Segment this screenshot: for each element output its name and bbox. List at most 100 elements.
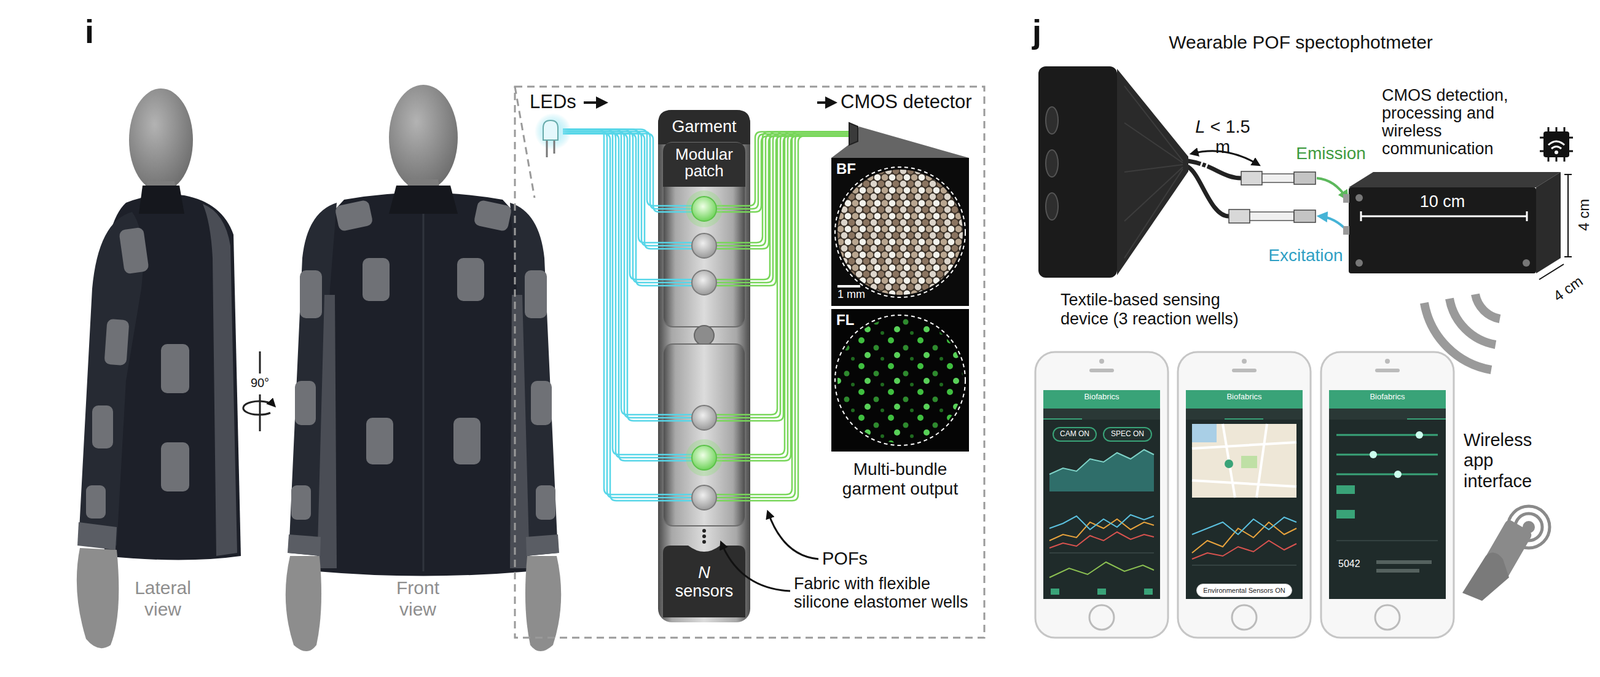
excitation-fiber: [562, 131, 693, 498]
phone-1-path: [1049, 449, 1154, 492]
phone-1: [1035, 352, 1169, 638]
emission-fiber: [715, 132, 850, 416]
mannequin-lateral-path: [77, 522, 117, 550]
cmos-box-rect: [1343, 194, 1350, 203]
wireless-waves-path: [1475, 294, 1500, 319]
mannequin-lateral-rect: [118, 227, 150, 275]
mannequin-front: [285, 84, 561, 652]
phone-3-rect: [1336, 509, 1355, 519]
mannequin-front-path: [287, 534, 321, 557]
output-caption: Multi-bundle garment output: [826, 459, 974, 499]
direction-arrows-path: [583, 101, 605, 104]
mannequin-front-rect: [457, 258, 485, 302]
phone-3: [1321, 352, 1454, 638]
bundle-images-circle: [837, 317, 963, 444]
wells-circle: [691, 196, 717, 222]
part-label-wrap: Wireless app interface: [1463, 430, 1556, 492]
phone-3-circle: [1384, 358, 1390, 364]
bundle-images-circle: [835, 167, 966, 298]
led-symbol-path: [543, 120, 558, 141]
bundle-images-circle: [837, 169, 963, 295]
view-caption: Front view: [380, 577, 455, 620]
phone-3-circle: [1394, 470, 1402, 479]
mannequin-lateral-rect: [86, 485, 106, 519]
phone-3-circle: [1369, 450, 1377, 459]
phone-3-rect: [1375, 368, 1400, 373]
excitation-fiber: [562, 133, 693, 462]
panel-letter: j: [1032, 12, 1042, 51]
phone-2-path: [1192, 423, 1297, 498]
mannequin-lateral-path: [138, 185, 185, 214]
modular-patch: Modular patch: [662, 142, 746, 327]
dimension-wrap: 4 cm: [1548, 270, 1589, 306]
node-text: Modular patch: [662, 146, 746, 181]
node-text: BF: [836, 160, 856, 178]
garment-strip: [658, 109, 751, 623]
phone-1-polyline: [1049, 514, 1154, 530]
textile-device-rect: [1038, 66, 1118, 278]
node-text-wrap: 10 cm: [1348, 192, 1537, 212]
mannequin-front-ellipse: [388, 84, 458, 191]
phone-1-rect: [1043, 390, 1161, 409]
app-button: CAM ON: [1052, 427, 1097, 442]
bright-field-image: BF1 mm: [831, 157, 969, 306]
mannequin-front-rect: [366, 417, 394, 465]
mannequin-lateral-rect: [103, 318, 130, 366]
node-text-wrap: Garment: [658, 117, 751, 137]
phone-1-rect: [1097, 588, 1106, 595]
garment-strip: GarmentModular patch N sensors: [658, 109, 751, 623]
wells-circle: [691, 405, 717, 431]
excitation-fiber: [562, 131, 693, 458]
dimension-wrap: 4 cm: [1575, 196, 1593, 234]
cmos-box-circle: [1522, 259, 1530, 267]
phone-3-circle: [1415, 431, 1424, 439]
node-text-wrap: CAM ON: [1053, 430, 1096, 439]
mannequin-front-path: [525, 534, 560, 557]
view-caption: Lateral view: [125, 577, 200, 620]
source-label-wrap: LEDs: [529, 90, 577, 114]
detector-label-wrap: CMOS detector: [840, 90, 973, 114]
cmos-box-polygon: [1536, 172, 1561, 274]
phone-3-rect: [1329, 390, 1446, 409]
phone-1-rect: [1035, 352, 1169, 638]
garment-strip-circle: [702, 529, 706, 533]
rotation-symbol-line: [259, 394, 262, 432]
phone-1-polyline: [1049, 449, 1154, 475]
phone-1-polyline: [1049, 532, 1154, 549]
wells: [685, 190, 723, 510]
node-text: Textile-based sensing device (3 reaction…: [1060, 290, 1264, 329]
phone-3-rect: [1376, 568, 1420, 573]
bundle-images-line: [837, 285, 861, 288]
garment-strip-rect: [662, 344, 746, 526]
cmos-box-circle: [1355, 259, 1363, 267]
mannequin-front-path: [388, 185, 458, 214]
garment-strip-rect: [658, 109, 751, 623]
cmos-box: [1343, 172, 1572, 280]
node-text: 10 cm: [1348, 192, 1537, 212]
phone-2-circle: [1231, 605, 1257, 630]
node-text: CMOS detection, processing and wireless …: [1381, 86, 1533, 158]
wells-circle: [685, 439, 723, 477]
dimension: 4 cm: [1548, 270, 1589, 306]
node-text-wrap: Textile-based sensing device (3 reaction…: [1060, 290, 1264, 329]
mannequin-front-rect: [524, 270, 547, 319]
led-symbol: [534, 113, 572, 158]
emission-fiber: [715, 133, 850, 209]
emission-fiber: [715, 132, 850, 496]
phone: BiofabricsCAM ONSPEC ON: [1035, 352, 1169, 638]
mannequin-lateral: [76, 88, 241, 649]
node-text: N sensors: [673, 564, 735, 601]
chip-wifi-icon-circle: [1554, 150, 1559, 155]
part-label: POFs: [822, 548, 868, 569]
node-text: Biofabrics: [1185, 392, 1303, 402]
part-label-wrap: POFs: [822, 548, 868, 569]
phone-3-rect: [1329, 408, 1446, 420]
mannequin-front-rect: [294, 380, 316, 426]
fiber-connectors-rect: [1249, 211, 1295, 221]
fiber-connectors-rect: [1262, 173, 1295, 183]
garment-strip-path: [662, 142, 746, 187]
node-text-wrap: CMOS detection, processing and wireless …: [1381, 86, 1533, 158]
panel-letter-wrap: i: [84, 12, 95, 51]
node-text-wrap: Environmental Sensors ON: [1196, 586, 1292, 595]
